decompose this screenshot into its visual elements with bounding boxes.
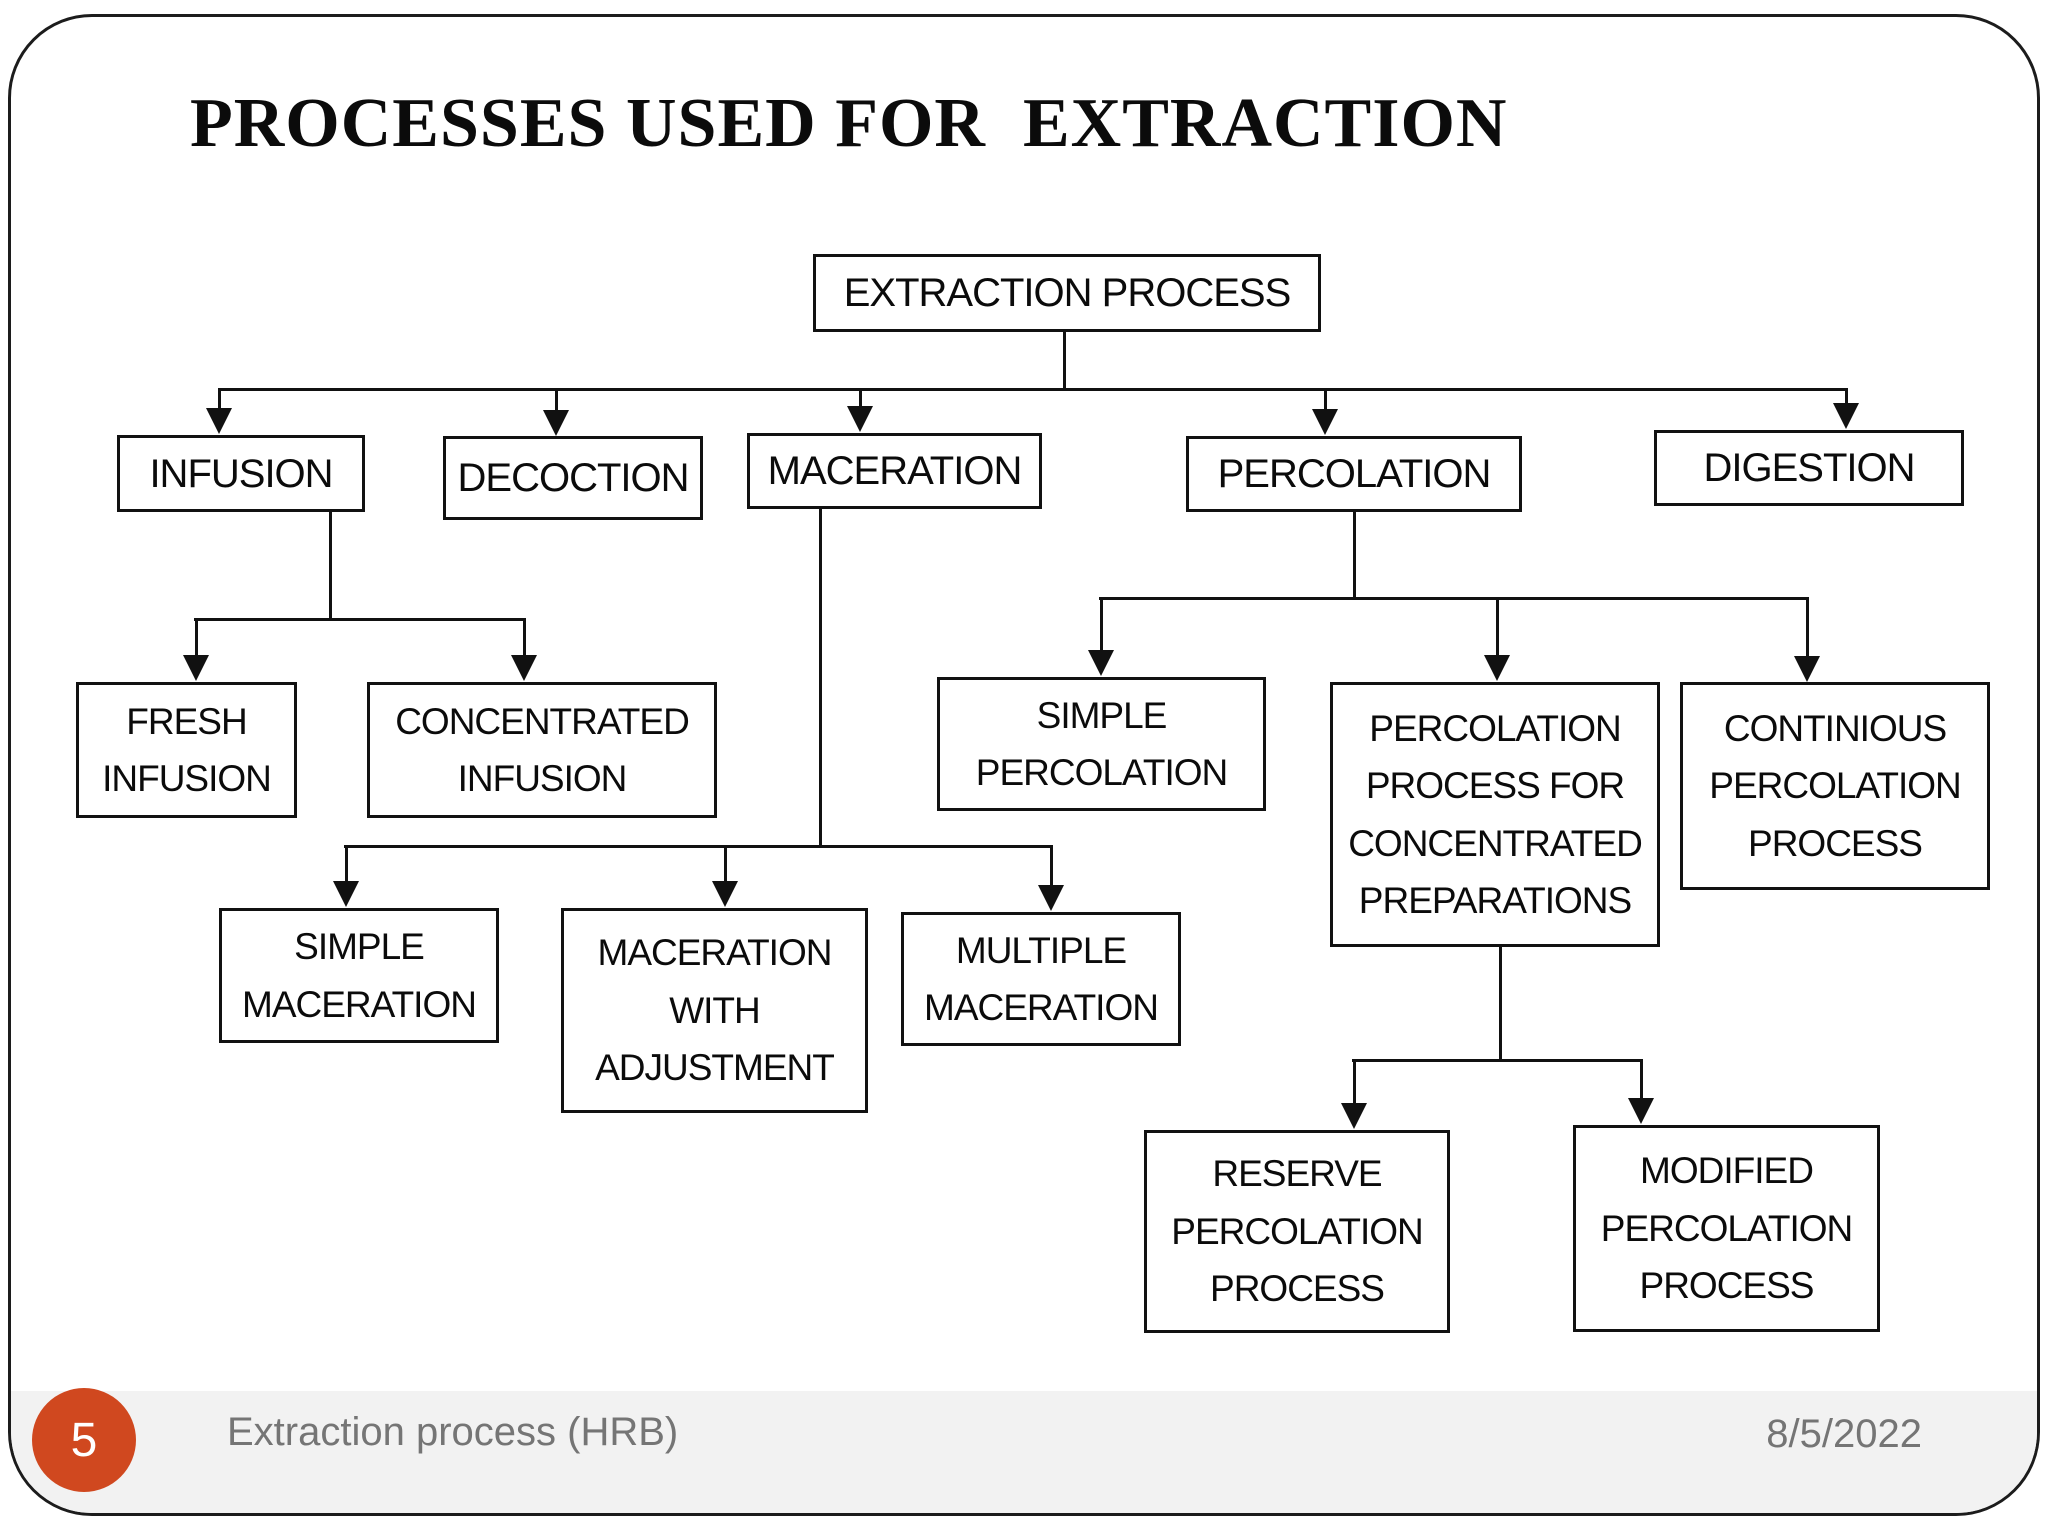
arrowhead-simple-percolation [1088, 650, 1114, 676]
connector-arrow-simple-maceration [345, 846, 348, 882]
connector-arrow-concentrated-infusion [523, 619, 526, 656]
node-concentrated-infusion: CONCENTRATED INFUSION [367, 682, 717, 818]
arrowhead-concentrated-infusion [511, 655, 537, 681]
arrowhead-infusion [206, 408, 232, 434]
arrowhead-continious-percolation [1794, 656, 1820, 682]
connector-arrow-decoction [555, 389, 558, 411]
node-infusion: INFUSION [117, 435, 365, 512]
node-maceration-adjustment: MACERATION WITH ADJUSTMENT [561, 908, 868, 1113]
node-label: CONTINIOUS PERCOLATION PROCESS [1709, 707, 1961, 864]
node-continious-percolation: CONTINIOUS PERCOLATION PROCESS [1680, 682, 1990, 890]
node-label: FRESH INFUSION [102, 700, 272, 799]
node-label: MULTIPLE MACERATION [924, 929, 1159, 1028]
node-fresh-infusion: FRESH INFUSION [76, 682, 297, 818]
slide-date: 8/5/2022 [1766, 1412, 1922, 1456]
connector-arrow-digestion [1845, 389, 1848, 404]
node-label: MACERATION [767, 449, 1023, 493]
connector-arrow-fresh-infusion [195, 619, 198, 656]
arrowhead-decoction [543, 410, 569, 436]
node-percolation: PERCOLATION [1186, 436, 1522, 512]
arrowhead-percolation-concentrated [1484, 655, 1510, 681]
page-number-badge: 5 [32, 1388, 136, 1492]
connector-arrow-maceration [859, 389, 862, 407]
node-label: SIMPLE MACERATION [242, 926, 477, 1025]
arrowhead-fresh-infusion [183, 655, 209, 681]
connector-percolation-stub [1353, 511, 1356, 598]
arrowhead-percolation [1312, 409, 1338, 435]
node-simple-percolation: SIMPLE PERCOLATION [937, 677, 1266, 811]
arrowhead-modified-percolation [1628, 1098, 1654, 1124]
node-decoction: DECOCTION [443, 436, 703, 520]
connector-maceration-stub [819, 508, 822, 846]
node-extraction-process: EXTRACTION PROCESS [813, 254, 1321, 332]
slide-border [8, 14, 2040, 1516]
page-number: 5 [70, 1413, 98, 1467]
connector-arrow-infusion [218, 389, 221, 409]
connector-arrow-maceration-adjustment [724, 846, 727, 882]
node-label: EXTRACTION PROCESS [843, 271, 1292, 315]
node-simple-maceration: SIMPLE MACERATION [219, 908, 499, 1043]
connector-root-rail [218, 388, 1848, 391]
arrowhead-multiple-maceration [1038, 885, 1064, 911]
connector-maceration-rail [344, 845, 1053, 848]
connector-infusion-stub [329, 511, 332, 619]
connector-infusion-rail [194, 618, 526, 621]
node-label: INFUSION [149, 451, 333, 496]
connector-concentrated-stub [1499, 946, 1502, 1060]
node-reserve-percolation: RESERVE PERCOLATION PROCESS [1144, 1130, 1450, 1333]
node-maceration: MACERATION [747, 433, 1042, 509]
connector-arrow-percolation [1324, 389, 1327, 410]
connector-concentrated-rail [1352, 1059, 1643, 1062]
node-label: CONCENTRATED INFUSION [395, 700, 690, 799]
node-label: SIMPLE PERCOLATION [975, 694, 1228, 793]
node-label: PERCOLATION PROCESS FOR CONCENTRATED PRE… [1348, 707, 1643, 921]
node-modified-percolation: MODIFIED PERCOLATION PROCESS [1573, 1125, 1880, 1332]
node-label: DIGESTION [1703, 446, 1915, 490]
connector-arrow-simple-percolation [1100, 598, 1103, 651]
arrowhead-maceration [847, 406, 873, 432]
arrowhead-digestion [1833, 403, 1859, 429]
connector-arrow-reserve-percolation [1353, 1060, 1356, 1104]
node-percolation-concentrated: PERCOLATION PROCESS FOR CONCENTRATED PRE… [1330, 682, 1660, 947]
connector-root-stub [1063, 332, 1066, 389]
node-label: DECOCTION [457, 456, 690, 500]
node-label: PERCOLATION [1217, 452, 1492, 496]
footer-label: Extraction process (HRB) [227, 1410, 679, 1454]
node-multiple-maceration: MULTIPLE MACERATION [901, 912, 1181, 1046]
connector-arrow-modified-percolation [1640, 1060, 1643, 1099]
node-label: MACERATION WITH ADJUSTMENT [595, 932, 835, 1089]
connector-arrow-multiple-maceration [1050, 846, 1053, 886]
connector-arrow-percolation-concentrated [1496, 598, 1499, 656]
footer-band [11, 1391, 2037, 1513]
node-digestion: DIGESTION [1654, 430, 1964, 506]
arrowhead-reserve-percolation [1341, 1103, 1367, 1129]
arrowhead-simple-maceration [333, 881, 359, 907]
arrowhead-maceration-adjustment [712, 881, 738, 907]
connector-arrow-continious-percolation [1806, 598, 1809, 657]
node-label: RESERVE PERCOLATION PROCESS [1171, 1153, 1423, 1310]
connector-percolation-rail [1099, 597, 1809, 600]
page-title: PROCESSES USED FOR EXTRACTION [190, 85, 1508, 162]
node-label: MODIFIED PERCOLATION PROCESS [1600, 1150, 1853, 1307]
